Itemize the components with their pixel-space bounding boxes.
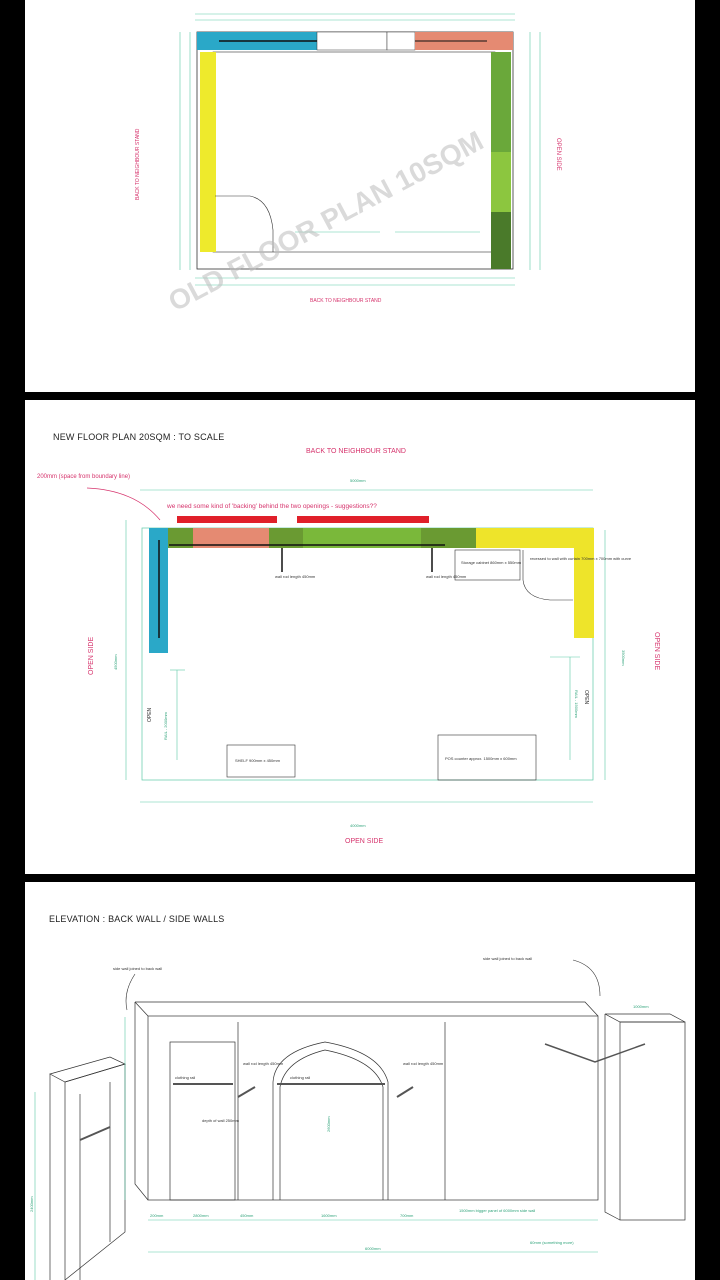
open-left: OPEN (147, 707, 153, 722)
elevation-panel: ELEVATION : BACK WALL / SIDE WALLS side … (25, 882, 695, 1280)
clothing-rail-label-2: clothing rail (290, 1075, 310, 1080)
wall-rod-b (396, 1086, 414, 1098)
wall-segment-white-2 (386, 31, 416, 51)
pos-counter (437, 734, 537, 781)
new-floor-plan-drawing: BACK TO NEIGHBOUR STAND 200mm (space fro… (37, 448, 660, 845)
clothing-rail-label: clothing rail (175, 1075, 195, 1080)
back-wall (134, 1001, 599, 1201)
panel-title: ELEVATION : BACK WALL / SIDE WALLS (49, 914, 225, 924)
curtain-curve (522, 550, 573, 601)
left-wall-yellow (200, 52, 216, 252)
depth-label: depth of wall 250mm (202, 1118, 240, 1123)
left-side-wall (49, 1056, 126, 1280)
left-wall-rail (79, 1126, 111, 1141)
storage-label: Storage cabinet 860mm x 550mm (461, 560, 522, 565)
panel-title: NEW FLOOR PLAN 20SQM : TO SCALE (53, 432, 225, 442)
right-wall-green-2 (491, 152, 511, 212)
backing-bar-2 (297, 516, 429, 523)
wall-green-2 (269, 528, 303, 548)
wall-segment-salmon-2 (487, 32, 513, 50)
wall-segment-blue-1 (197, 32, 219, 50)
wall-green-3 (303, 528, 421, 548)
dim-2600: 2600mm (326, 1116, 331, 1132)
dim-2800: 2800mm (193, 1213, 209, 1218)
shelf-label: SHELF 900mm x 450mm (235, 758, 281, 763)
rod-a-label: wall rod length 450mm (243, 1061, 284, 1066)
open-right: OPEN (583, 690, 589, 705)
dimension-lines (179, 13, 541, 286)
dim-left: 4500mm (113, 654, 118, 670)
storage-cabinet (454, 549, 521, 581)
rod-label-1: wall rod length 450mm (275, 574, 316, 579)
dim-450: 450mm (240, 1213, 254, 1218)
dim-6000: 6000mm (365, 1246, 381, 1251)
dim-right: 3500mm (621, 650, 626, 666)
wall-yellow-right (574, 528, 594, 638)
right-label: OPEN SIDE (653, 632, 660, 670)
side-note-left: side wall joined to back wall (113, 966, 162, 971)
wall-salmon (193, 528, 269, 548)
rail-right-label: RAIL - 1500mm (574, 690, 579, 719)
wall-segment-white (316, 31, 388, 51)
right-wall-green-1 (491, 52, 511, 152)
elevation-dims (34, 1017, 598, 1280)
right-side-wall (604, 1013, 686, 1221)
boundary-note: 200mm (space from boundary line) (37, 474, 130, 480)
right-wall-rods (544, 1043, 646, 1063)
label-left: BACK TO NEIGHBOUR STAND (135, 128, 141, 200)
new-floor-plan-panel: NEW FLOOR PLAN 20SQM : TO SCALE BACK TO … (25, 400, 695, 874)
wall-rod-a (237, 1086, 256, 1098)
curtain-curve (215, 195, 274, 252)
wall-yellow (476, 528, 594, 548)
pos-label: POS counter approx. 1500mm x 600mm (445, 756, 517, 761)
backing-bar-1 (177, 516, 277, 523)
arrow-left (125, 973, 136, 1011)
dim-1600: 1600mm (321, 1213, 337, 1218)
rod-label-2: wall rod length 450mm (426, 574, 467, 579)
dim-700: 700mm (400, 1213, 414, 1218)
shelf (226, 744, 296, 778)
old-floor-plan-panel: BACK TO NEIGHBOUR STAND BACK TO NEIGHBOU… (25, 0, 695, 392)
arrow-right (572, 959, 601, 997)
dim-bottom: 4000mm (350, 823, 366, 828)
right-wall-green-3 (491, 212, 511, 269)
dim-top: 5000mm (350, 478, 366, 483)
right-bottom-note-2: 60mm (something more) (530, 1240, 574, 1245)
label-bottom: BACK TO NEIGHBOUR STAND (310, 298, 382, 304)
right-top-dim: 1000mm (633, 1004, 649, 1009)
room-outline (141, 527, 594, 781)
side-note-right: side wall joined to back wall (483, 956, 532, 961)
rod-b-label: wall rod length 450mm (403, 1061, 444, 1066)
dim-2400: 2400mm (29, 1196, 34, 1212)
curtain-label: recessed to wall with curtain 700mm x 70… (530, 556, 632, 561)
old-floor-plan-drawing: BACK TO NEIGHBOUR STAND BACK TO NEIGHBOU… (135, 13, 561, 317)
boundary-arrow (86, 487, 161, 521)
wall-green-4 (421, 528, 476, 548)
backing-note: we need some kind of 'backing' behind th… (166, 503, 377, 510)
left-label: OPEN SIDE (88, 637, 95, 675)
elevation-drawing: side wall joined to back wall side wall … (29, 956, 686, 1280)
dim-200: 200mm (150, 1213, 164, 1218)
right-bottom-note: 1500mm bigger panel of 6000mm side wall (459, 1208, 535, 1213)
rail-left-label: RAIL - 2000mm (163, 711, 168, 740)
bottom-label: OPEN SIDE (345, 838, 383, 845)
wall-green-small (166, 528, 193, 548)
label-right: OPEN SIDE (555, 138, 561, 171)
top-label: BACK TO NEIGHBOUR STAND (306, 448, 406, 455)
